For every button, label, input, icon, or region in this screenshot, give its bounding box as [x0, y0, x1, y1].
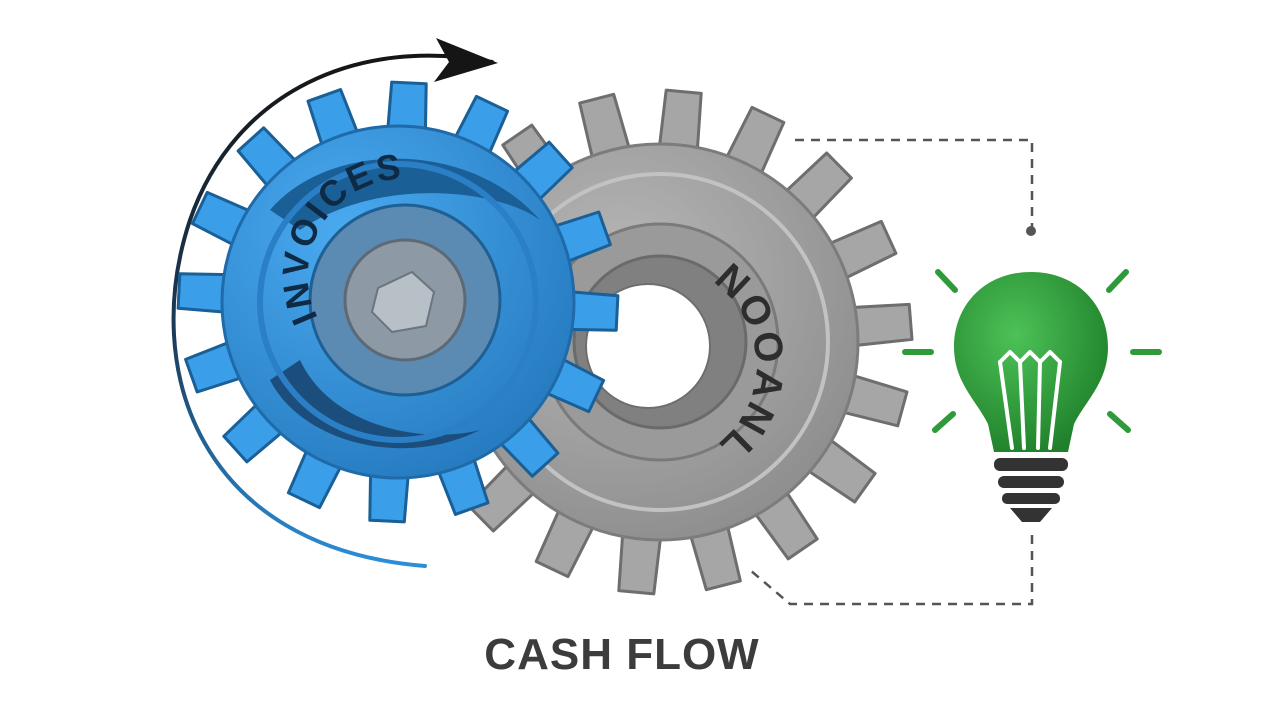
bulb-base-ring-1 — [994, 458, 1068, 471]
filament-inner-left — [1018, 360, 1026, 450]
lightbulb-icon — [954, 272, 1108, 452]
ray-top-right — [1106, 269, 1129, 293]
ray-bottom-left — [932, 411, 956, 433]
bulb-base-ring-3 — [1002, 493, 1060, 504]
dashed-line-bottom — [749, 535, 1034, 606]
blue-gear-swoosh-lower — [270, 360, 480, 449]
ray-bottom-right — [1107, 411, 1131, 433]
dashed-line-top — [795, 138, 1034, 230]
bulb-rays — [902, 269, 1162, 433]
bulb-base — [994, 458, 1068, 522]
dashed-connectors — [749, 138, 1034, 606]
filament-left-wire — [998, 360, 1014, 450]
curved-arrow-icon — [171, 53, 494, 568]
blue-gear: INVOICES — [176, 80, 620, 524]
filament-inner-right — [1036, 360, 1042, 450]
filament-right-wire — [1048, 360, 1062, 450]
connector-dot — [1026, 226, 1036, 236]
bulb-filament — [998, 350, 1062, 450]
bulb-base-ring-2 — [998, 476, 1064, 488]
cycle-arrow — [171, 38, 498, 568]
arrowhead-icon — [434, 38, 498, 82]
lightbulb — [902, 269, 1162, 522]
diagram-caption: CASH FLOW — [484, 630, 760, 679]
blue-gear-hub-slot — [370, 270, 436, 334]
blue-gear-ring — [257, 161, 539, 443]
bulb-base-tip — [1010, 508, 1052, 522]
ray-top-left — [935, 269, 958, 293]
filament-coil — [998, 350, 1062, 364]
